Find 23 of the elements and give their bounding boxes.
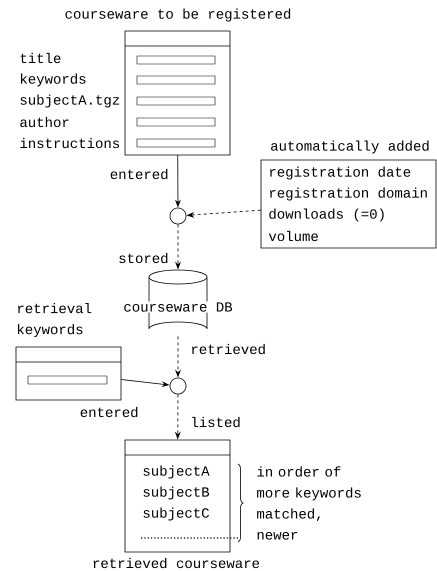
list-item: downloads (=0): [269, 208, 384, 222]
window-title: courseware to be registered: [65, 8, 290, 22]
edge-label: stored: [117, 252, 170, 264]
edge-label: retrieved: [189, 342, 268, 356]
list-item: volume: [268, 230, 318, 242]
field-label: keywords: [21, 73, 86, 87]
list-item: subjectC: [144, 507, 209, 521]
note-text: in order of more keywords matched, newer: [257, 466, 361, 540]
list-item: registration domain: [270, 187, 427, 201]
field-label: author: [20, 116, 69, 128]
list-item: subjectB: [144, 486, 210, 500]
window-title: retrieval keywords: [18, 302, 92, 338]
window-title: retrieved courseware: [94, 558, 260, 568]
list-item: subjectA: [144, 465, 210, 479]
box-heading: automatically added: [271, 140, 429, 154]
junction-circle: [170, 208, 186, 224]
edge-label: entered: [78, 406, 140, 418]
junction-circle: [170, 378, 186, 394]
field-label: title: [20, 52, 60, 64]
list-item: registration date: [270, 166, 410, 180]
database-label: courseware DB: [122, 301, 234, 313]
edge-label: listed: [189, 416, 242, 428]
edge-label: entered: [108, 168, 170, 180]
